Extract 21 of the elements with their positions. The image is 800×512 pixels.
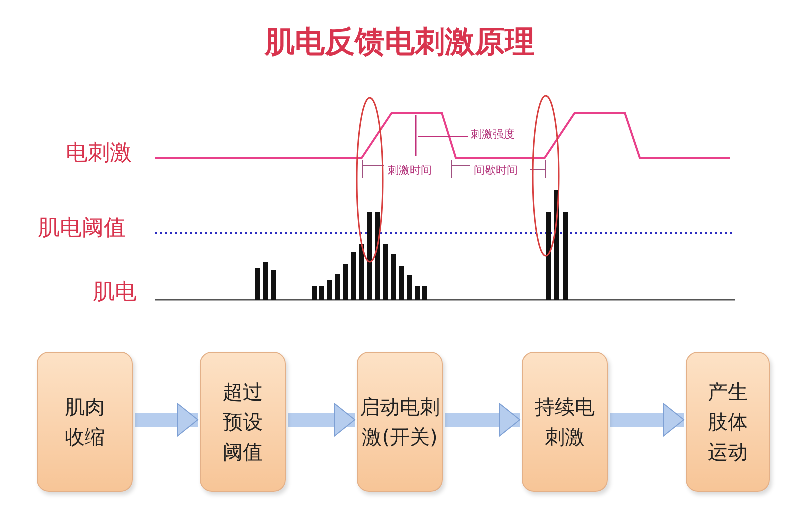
box-text: 产生肢体运动 [707, 379, 749, 466]
block-arrow [445, 404, 520, 436]
box-text: 持续电刺激 [534, 394, 596, 451]
axis-label: 电刺激 [66, 143, 132, 165]
axis-label: 间歇时间 [474, 165, 518, 176]
block-arrow [135, 404, 198, 436]
axis-label: 肌电 [93, 282, 137, 304]
block-arrow [610, 404, 684, 436]
process-box [522, 352, 608, 492]
process-box [37, 352, 133, 492]
title: 肌电反馈电刺激原理 [264, 24, 536, 62]
process-box [686, 352, 770, 492]
box-text: 肌肉收缩 [64, 394, 106, 451]
axis-label: 刺激强度 [471, 129, 515, 140]
process-box [200, 352, 286, 492]
axis-label: 肌电阈值 [38, 218, 126, 240]
box-text: 超过预设阈值 [222, 379, 264, 466]
axis-label: 刺激时间 [388, 165, 432, 176]
block-arrow [288, 404, 356, 436]
process-box [357, 352, 443, 492]
box-text: 启动电刺激(开关) [359, 394, 441, 451]
